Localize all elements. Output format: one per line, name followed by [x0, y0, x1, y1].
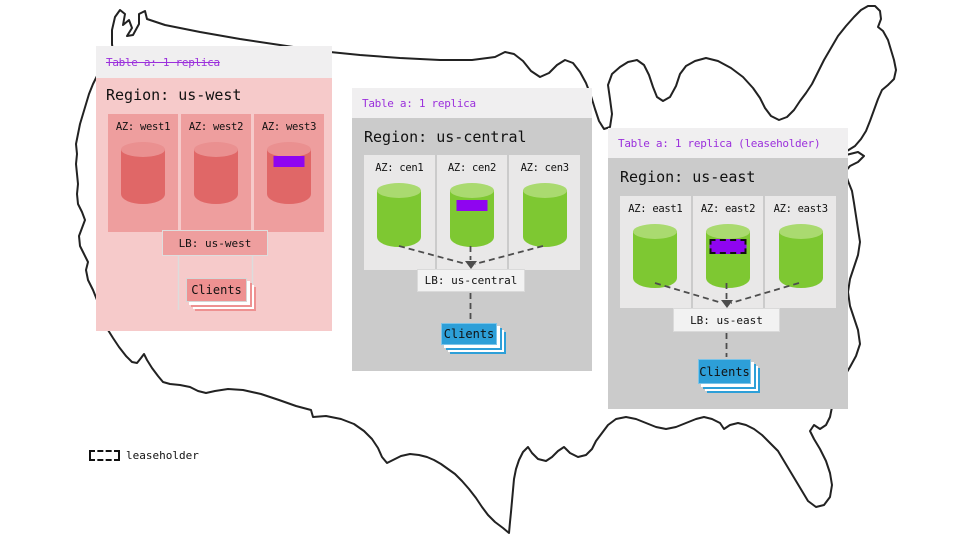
az-label: AZ: cen2: [447, 162, 497, 174]
cylinder-body: [194, 149, 238, 204]
az-box-east3: AZ: east3: [765, 196, 837, 308]
cylinder-cap: [194, 142, 238, 157]
az-label: AZ: east3: [773, 203, 829, 215]
replica-range-chip: [273, 156, 305, 167]
load-balancer-box: LB: us-west: [162, 230, 268, 256]
az-label: AZ: west2: [188, 121, 244, 133]
database-cylinder-icon: [522, 183, 567, 247]
cylinder-cap: [633, 224, 678, 239]
cylinder-body: [121, 149, 165, 204]
leaseholder-range-chip: [709, 239, 747, 254]
cylinder-cap: [706, 224, 750, 239]
database-cylinder-icon: [450, 183, 494, 247]
load-balancer-box: LB: us-central: [417, 269, 525, 292]
cylinder-body: [633, 231, 678, 288]
az-row: AZ: east1 AZ: east2 AZ: east3: [620, 196, 837, 308]
az-box-west2: AZ: west2: [181, 114, 251, 232]
database-cylinder-icon: [706, 224, 750, 288]
az-box-cen1: AZ: cen1: [364, 155, 435, 270]
az-row: AZ: cen1 AZ: cen2 AZ: cen3: [364, 155, 581, 270]
region-title: Region: us-central: [364, 128, 527, 146]
replica-range-chip: [456, 200, 488, 211]
leaseholder-swatch-icon: [89, 450, 120, 461]
region-panel-us-central: Table a: 1 replica Region: us-central AZ…: [352, 88, 592, 371]
cylinder-body: [377, 190, 422, 247]
legend: leaseholder: [89, 449, 199, 462]
az-label: AZ: cen1: [375, 162, 424, 174]
table-replica-header: Table a: 1 replica (leaseholder): [608, 128, 848, 158]
legend-label: leaseholder: [126, 449, 199, 462]
cylinder-cap: [267, 142, 311, 157]
database-cylinder-icon: [633, 224, 678, 288]
table-replica-label: Table a: 1 replica: [106, 55, 220, 69]
az-box-east1: AZ: east1: [620, 196, 691, 308]
az-box-cen2: AZ: cen2: [436, 155, 508, 270]
az-label: AZ: east2: [700, 203, 756, 215]
clients-box: Clients: [186, 278, 247, 302]
cylinder-cap: [121, 142, 165, 157]
az-box-cen3: AZ: cen3: [509, 155, 581, 270]
table-replica-header: Table a: 1 replica: [352, 88, 592, 118]
region-panel-us-east: Table a: 1 replica (leaseholder) Region:…: [608, 128, 848, 409]
table-replica-header: Table a: 1 replica: [96, 46, 332, 78]
cylinder-body: [522, 190, 567, 247]
database-cylinder-icon: [778, 224, 823, 288]
az-box-east2: AZ: east2: [692, 196, 764, 308]
az-label: AZ: cen3: [520, 162, 569, 174]
clients-box: Clients: [698, 359, 751, 384]
table-replica-label: Table a: 1 replica (leaseholder): [618, 136, 821, 150]
region-title: Region: us-west: [106, 86, 242, 104]
clients-box: Clients: [441, 323, 497, 345]
az-label: AZ: east1: [628, 203, 683, 215]
az-box-west3: AZ: west3: [254, 114, 324, 232]
table-replica-label: Table a: 1 replica: [362, 96, 476, 110]
cylinder-body: [450, 190, 494, 247]
database-cylinder-icon: [267, 142, 311, 204]
database-cylinder-icon: [377, 183, 422, 247]
az-row: AZ: west1 AZ: west2 AZ: west3: [108, 114, 324, 232]
cylinder-cap: [450, 183, 494, 198]
az-label: AZ: west3: [261, 121, 317, 133]
cylinder-body: [778, 231, 823, 288]
database-cylinder-icon: [194, 142, 238, 204]
region-panel-us-west: Table a: 1 replica Region: us-west AZ: w…: [96, 46, 332, 331]
cylinder-cap: [377, 183, 422, 198]
cylinder-cap: [778, 224, 823, 239]
az-box-west1: AZ: west1: [108, 114, 178, 232]
az-label: AZ: west1: [115, 121, 171, 133]
cylinder-cap: [522, 183, 567, 198]
database-cylinder-icon: [121, 142, 165, 204]
load-balancer-box: LB: us-east: [673, 308, 780, 332]
region-title: Region: us-east: [620, 168, 756, 186]
